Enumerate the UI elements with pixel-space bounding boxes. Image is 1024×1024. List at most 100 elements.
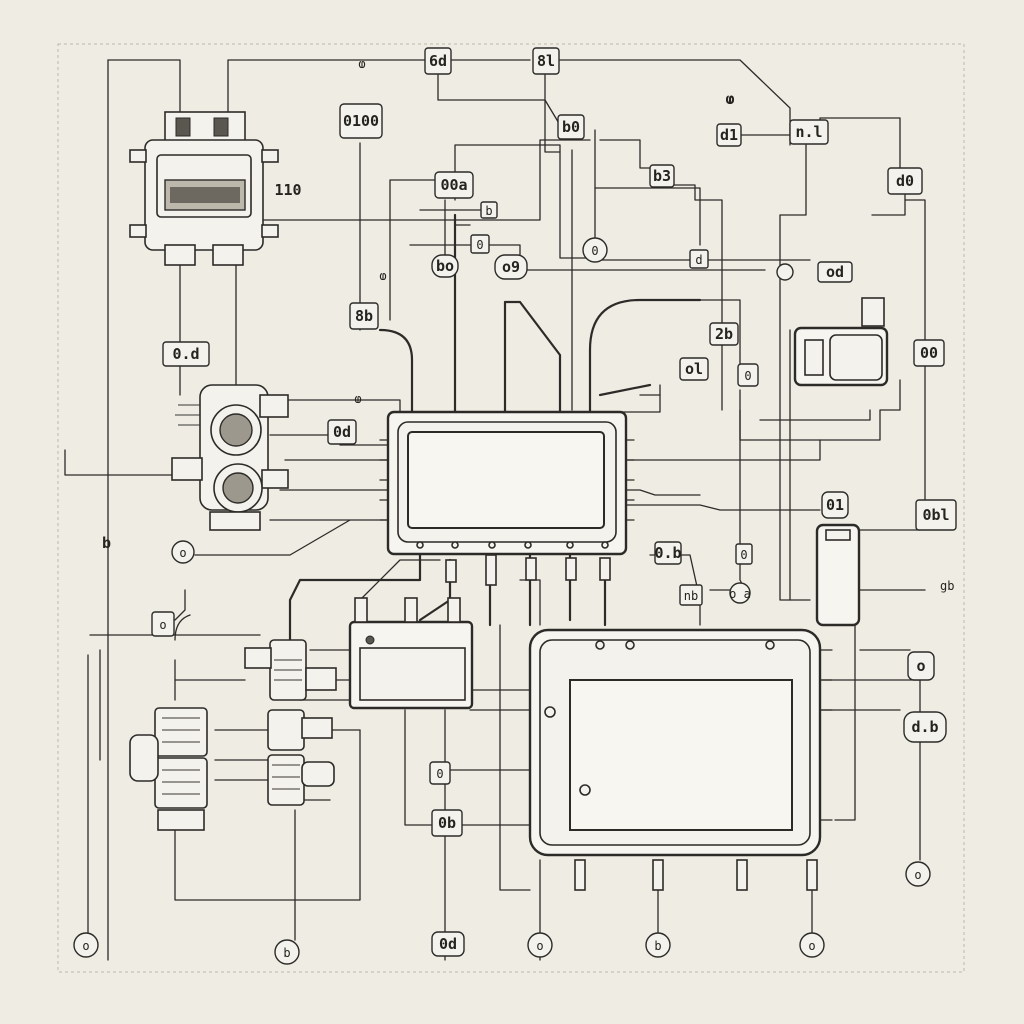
tag-0bl-text: 0bl [922, 506, 949, 524]
tag-0-small2-text: 0 [740, 548, 747, 562]
terminal-1: o [73, 932, 99, 958]
terminal-3: 0d [431, 931, 465, 957]
tag-db: d.b [903, 711, 947, 743]
terminal-2-text: b [283, 946, 290, 960]
tag-od-text: od [826, 263, 844, 281]
tag-b0-text: b0 [562, 118, 580, 136]
panel-meter [129, 111, 279, 266]
wires [64, 59, 926, 961]
tag-b0: b0 [557, 114, 585, 140]
tag-ol: ol [679, 357, 709, 381]
tag-01: 01 [821, 491, 849, 519]
tag-8b-text: 8b [355, 307, 373, 325]
tag-nb-text: nb [684, 589, 698, 603]
tag-d1: d1 [716, 123, 742, 147]
tag-6d-text: 6d [429, 52, 447, 70]
tag-0d-left: 0d [327, 419, 357, 445]
tag-top-glyph: ⱷ [725, 90, 734, 108]
terminal-right-text: o [914, 868, 921, 882]
terminal-3-text: 0d [439, 935, 457, 953]
tag-d1-text: d1 [720, 126, 738, 144]
tag-circle-0: 0 [582, 237, 608, 263]
sheet-border [57, 43, 965, 973]
tag-0b-bottom: 0b [431, 809, 463, 837]
terminal-5: b [645, 932, 671, 958]
tag-0b-bottom-text: 0b [438, 814, 456, 832]
tag-0-plug-right-text: o [916, 657, 925, 675]
tag-d10-text: d0 [896, 172, 914, 190]
display-unit [793, 297, 889, 387]
switch-module [815, 523, 861, 627]
tag-left-small: o [151, 611, 175, 637]
tag-oa: o a [729, 582, 751, 604]
tag-nb: nb [679, 584, 703, 606]
tag-8l-text: 8l [537, 52, 555, 70]
tag-00-right: 00 [913, 339, 945, 367]
tag-top-glyph-left: ⱷ [358, 57, 365, 71]
tag-circle-0-text: 0 [591, 244, 598, 258]
fuse-row [445, 554, 611, 586]
power-enclosure [528, 628, 833, 891]
main-controller [379, 410, 635, 556]
tag-oa-text: o a [729, 587, 751, 601]
tag-left-small-text: o [159, 618, 166, 632]
tag-0b-small: 0.b [654, 541, 682, 565]
tag-0-mid-lower-text: 0 [436, 767, 443, 781]
dual-gauge-unit [171, 384, 289, 531]
tag-0-small2: 0 [735, 543, 753, 565]
tag-0-right-text: 0 [744, 369, 751, 383]
tag-left-o: o [171, 540, 195, 564]
tag-o-plug: od [776, 261, 853, 283]
tag-0-mid: 0 [470, 234, 490, 254]
tag-b-small-text: b [485, 204, 492, 218]
tag-ol-text: ol [685, 360, 703, 378]
tag-0-plug-right: o [907, 651, 935, 681]
tag-small-glyph: ⱷ [379, 269, 386, 283]
tag-right-gb-text: gb [940, 579, 954, 593]
terminal-6: o [799, 932, 825, 958]
tag-nl-text: n.l [795, 123, 822, 141]
tag-b-small: b [480, 201, 498, 219]
tag-8l: 8l [532, 47, 560, 75]
tag-db-text: d.b [911, 718, 938, 736]
label-tags: 6d 8l 0100 b0 d1 n.l ⱷ 110 00a b 0 bo o9… [73, 47, 957, 965]
tag-nl: n.l [789, 119, 829, 145]
tag-o9: o9 [494, 254, 528, 280]
tag-8b: 8b [349, 302, 379, 330]
tag-00a: 00a [434, 171, 474, 199]
tag-o9-text: o9 [502, 258, 520, 276]
meter-110-text: 110 [274, 181, 301, 199]
tag-01-text: 01 [826, 496, 844, 514]
terminal-1-text: o [82, 939, 89, 953]
tag-small-glyph-2: ⱷ [354, 392, 361, 406]
tag-6d: 6d [424, 47, 452, 75]
tag-b3-text: b3 [653, 167, 671, 185]
relay-module [348, 597, 474, 710]
tag-0d-left-text: 0d [333, 423, 351, 441]
tag-2b: 2b [709, 322, 739, 346]
tag-0-mid-lower: 0 [429, 761, 451, 785]
terminal-5-text: b [654, 939, 661, 953]
tag-left-side-text: b [102, 534, 111, 552]
tag-b3: b3 [649, 164, 675, 188]
tag-0100-text: 0100 [343, 112, 379, 130]
tag-bo: bo [431, 254, 459, 278]
tag-0-right: 0 [737, 363, 759, 387]
connector-block [129, 639, 337, 831]
tag-0b-small-text: 0.b [654, 544, 681, 562]
terminal-4: o [527, 932, 553, 958]
tag-0bl: 0bl [915, 499, 957, 531]
tag-00a-text: 00a [440, 176, 467, 194]
tag-0d-meter-text: 0.d [172, 345, 199, 363]
tag-bo-text: bo [436, 257, 454, 275]
tag-d10: d0 [887, 167, 923, 195]
terminal-2: b [274, 939, 300, 965]
tag-0d-meter: 0.d [162, 341, 210, 367]
tag-d-small: d [689, 249, 709, 269]
tag-left-o-text: o [179, 546, 186, 560]
terminal-4-text: o [536, 939, 543, 953]
tag-0100: 0100 [339, 103, 383, 139]
tag-00-right-text: 00 [920, 344, 938, 362]
